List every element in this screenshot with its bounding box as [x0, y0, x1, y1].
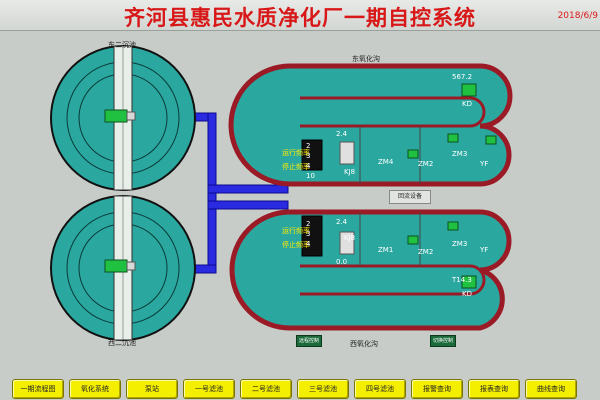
nav-alarm-query[interactable]: 报警查询 — [411, 379, 463, 399]
nav-pump-station[interactable]: 泵站 — [126, 379, 178, 399]
east-value-4: YF — [480, 160, 489, 168]
switch-control-button[interactable]: 切换控制 — [430, 335, 456, 347]
east-run-freq-label: 运行频率 — [282, 149, 310, 157]
return-equipment-button[interactable]: 回流设备 — [389, 190, 431, 204]
west-value-4: YF — [480, 246, 489, 254]
west-run-freq-label: 运行频率 — [282, 227, 310, 235]
date-readout: 2018/6/9 — [557, 11, 598, 21]
west-oxidation-ditch — [229, 209, 512, 331]
nav-filter-2[interactable]: 二号滤池 — [240, 379, 292, 399]
east-reading-5: 10 — [306, 172, 315, 180]
east-rotor-label: KJ8 — [344, 168, 356, 176]
west-do-sub: KD — [462, 290, 472, 298]
east-clarifier — [50, 45, 196, 191]
east-value-2: ZM2 — [418, 160, 434, 168]
east-ditch-label: 东氧化沟 — [352, 55, 380, 63]
nav-report-query[interactable]: 报表查询 — [468, 379, 520, 399]
east-value-3: ZM3 — [452, 150, 468, 158]
nav-oxidation-system[interactable]: 氧化系统 — [69, 379, 121, 399]
east-reading-1: 2.4 — [336, 130, 348, 138]
west-clarifier-label: 西二沉池 — [108, 339, 136, 347]
west-value-3: ZM3 — [452, 240, 468, 248]
west-reading-3: 3 — [306, 230, 311, 238]
east-do-reading: 567.2 — [452, 73, 473, 81]
west-reading-5: 0.0 — [336, 258, 348, 266]
nav-filter-3[interactable]: 三号滤池 — [297, 379, 349, 399]
west-reading-1: 2.4 — [336, 218, 348, 226]
west-rotor-label: KJ8 — [344, 234, 356, 242]
west-value-1: ZM1 — [378, 246, 394, 254]
nav-phase1-flow[interactable]: 一期流程图 — [12, 379, 64, 399]
east-reading-3: 3 — [306, 152, 311, 160]
west-reading-4: 4 — [306, 240, 311, 248]
east-reading-2: 2 — [306, 142, 311, 150]
east-do-sub: KD — [462, 100, 472, 108]
east-reading-4: 4 — [306, 162, 311, 170]
remote-control-button[interactable]: 远程控制 — [296, 335, 322, 347]
nav-curve-query[interactable]: 曲线查询 — [525, 379, 577, 399]
west-value-2: ZM2 — [418, 248, 434, 256]
bottom-nav: 一期流程图 氧化系统 泵站 一号滤池 二号滤池 三号滤池 四号滤池 报警查询 报… — [0, 372, 600, 400]
east-stop-freq-label: 停止频率 — [282, 163, 310, 171]
west-clarifier — [50, 195, 196, 341]
west-stop-freq-label: 停止频率 — [282, 241, 310, 249]
east-oxidation-ditch — [228, 63, 513, 187]
west-do-reading: T14.3 — [452, 276, 472, 284]
nav-filter-1[interactable]: 一号滤池 — [183, 379, 235, 399]
east-value-1: ZM4 — [378, 158, 394, 166]
page-title: 齐河县惠民水质净化厂一期自控系统 — [124, 5, 476, 30]
west-reading-2: 2 — [306, 220, 311, 228]
title-bar: 齐河县惠民水质净化厂一期自控系统 2018/6/9 — [0, 0, 600, 31]
nav-filter-4[interactable]: 四号滤池 — [354, 379, 406, 399]
east-clarifier-label: 东二沉池 — [108, 41, 136, 49]
west-ditch-label: 西氧化沟 — [350, 340, 378, 348]
